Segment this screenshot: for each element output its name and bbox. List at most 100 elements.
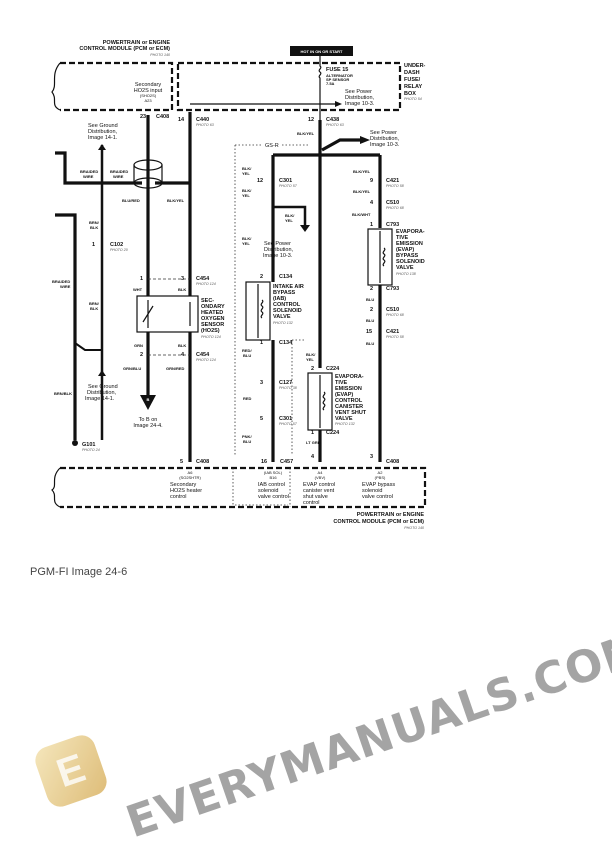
sensor-symbol: [142, 300, 191, 328]
wire-color: BLK/: [306, 352, 316, 357]
note: Image 14-1.: [85, 396, 115, 402]
label: SENSOR: [201, 322, 224, 328]
label: Secondary: [170, 482, 197, 488]
pin: 4: [181, 352, 185, 358]
photo-ref: PHOTO 140: [404, 526, 424, 530]
solenoid-coil-icon: [379, 231, 386, 283]
pin: 2: [370, 307, 373, 313]
connector-label: C510: [386, 200, 399, 206]
pin-label: A23: [144, 98, 152, 103]
note: See Power: [345, 89, 372, 95]
label: DASH: [404, 70, 420, 76]
ground-icon: [72, 440, 78, 446]
wire-color: GRN: [134, 343, 143, 348]
label: valve control: [258, 494, 289, 500]
label: solenoid: [258, 488, 279, 494]
photo-ref: PHOTO 38: [279, 386, 297, 390]
label: TIVE: [335, 380, 348, 386]
wire-color: BLK/: [242, 166, 252, 171]
connector-label: C224: [326, 366, 340, 372]
connector-label: C102: [110, 242, 123, 248]
label: EVAP bypass: [362, 482, 395, 488]
note: Distribution,: [88, 129, 118, 135]
label: shut valve: [303, 494, 328, 500]
pcm-top-box: [60, 61, 174, 112]
iab-label: INTAKE AIR BYPASS (IAB) CONTROL SOLENOID…: [273, 284, 304, 320]
fuse-symbol: [318, 56, 322, 120]
label: ONDARY: [201, 304, 225, 310]
wire-color: BLK: [90, 225, 98, 230]
note: Distribution,: [264, 247, 294, 253]
connector-label: C224: [326, 430, 340, 436]
label: VALVE: [273, 314, 291, 320]
label: solenoid: [362, 488, 383, 494]
hot-label-box: [290, 46, 353, 56]
label: (EVAP): [335, 392, 353, 398]
connector-label: C421: [386, 329, 399, 335]
pin: 1: [260, 340, 263, 346]
connector-label: C793: [386, 286, 399, 292]
pin-label: HO2S input: [134, 88, 163, 94]
braided-wire: [55, 151, 142, 185]
solenoid-coil-icon: [257, 284, 264, 338]
pcm-title: CONTROL MODULE (PCM or ECM): [333, 519, 424, 525]
label: BYPASS: [273, 290, 296, 296]
wire: [321, 138, 362, 152]
photo-ref: PHOTO 20: [110, 248, 128, 252]
wire-color: YEL: [242, 171, 250, 176]
pin-label: (SHO2S): [140, 93, 157, 98]
label: (PBS): [375, 475, 386, 480]
wire-color: BLK/WHT: [352, 212, 371, 217]
label: A2: [378, 470, 384, 475]
label: (VBV): [315, 475, 326, 480]
pin: 1: [370, 222, 373, 228]
pin: 16: [261, 459, 267, 465]
pin: 2: [370, 286, 373, 292]
photo-ref: PHOTO 124: [196, 282, 216, 286]
label: RELAY: [404, 84, 422, 90]
note: Distribution,: [345, 95, 375, 101]
connector-b-arrow-icon: [140, 395, 156, 410]
label: (SO2SHTR): [179, 475, 201, 480]
connector-label: C301: [279, 416, 292, 422]
connector-label: C440: [196, 117, 209, 123]
wire-color: BLU: [366, 297, 374, 302]
connector-label: C454: [196, 276, 210, 282]
connector-label: C134: [279, 274, 293, 280]
label: CONTROL: [273, 302, 301, 308]
wire-label: WIRE: [83, 174, 94, 179]
photo-ref: PHOTO 58: [386, 184, 404, 188]
pin: 1: [92, 242, 95, 248]
pcm-bottom-box: [60, 466, 427, 509]
wire-color: BLK: [178, 287, 186, 292]
label: control: [170, 494, 187, 500]
pin: 3: [370, 454, 373, 460]
label: valve control: [362, 494, 393, 500]
arrow-icon: [360, 136, 370, 144]
wire-color: BLK/: [242, 236, 252, 241]
wire-color: YEL: [242, 193, 250, 198]
fuse-box: [176, 61, 402, 112]
label: SOLENOID: [396, 259, 425, 265]
note: Image 24-4.: [133, 423, 163, 429]
photo-ref: PHOTO 63: [326, 123, 344, 127]
label: BYPASS: [396, 253, 419, 259]
option-box: [291, 339, 305, 455]
ho2s-label: SEC- ONDARY HEATED OXYGEN SENSOR (HO2S): [201, 298, 225, 334]
shield-icon: [133, 165, 163, 183]
pcm-title: POWERTRAIN or ENGINE: [357, 512, 425, 518]
wire-label: BRAIDED: [110, 169, 128, 174]
pin: 5: [180, 459, 183, 465]
pin: 12: [308, 117, 314, 123]
arrow-icon: [300, 225, 310, 232]
photo-ref: PHOTO 58: [386, 335, 404, 339]
wire-label: BRAIDED: [52, 279, 70, 284]
connector-label: C301: [279, 178, 292, 184]
connector-label: C421: [386, 178, 399, 184]
photo-ref: PHOTO 63: [196, 123, 214, 127]
note: Distribution,: [370, 136, 400, 142]
photo-ref: PHOTO 24: [82, 448, 100, 452]
pin: 4: [370, 200, 374, 206]
photo-ref: PHOTO 68: [386, 313, 404, 317]
wire-color: BLU: [243, 439, 251, 444]
